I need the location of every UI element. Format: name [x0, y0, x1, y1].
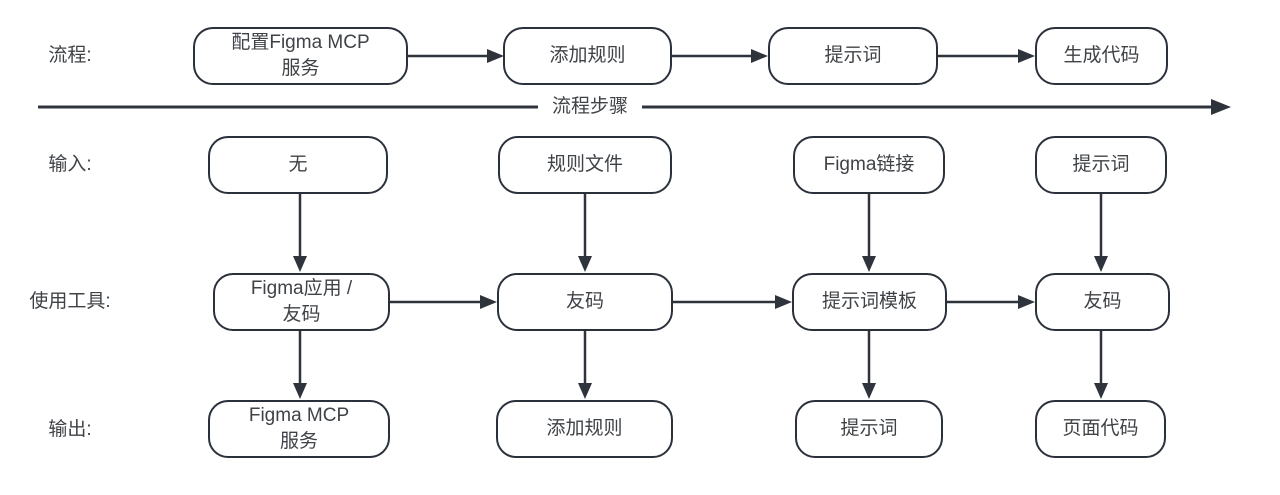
arrow-input2-tool2 [578, 194, 592, 272]
arrow-input4-tool4 [1094, 194, 1108, 272]
node-flow-prompt: 提示词 [768, 27, 938, 85]
node-input-rules-file: 规则文件 [498, 136, 672, 194]
node-flow-add-rules: 添加规则 [503, 27, 672, 85]
row-label-tools: 使用工具: [29, 291, 111, 312]
arrow-flow-step3-step4 [938, 49, 1035, 63]
node-tool-prompt-template: 提示词模板 [792, 273, 947, 331]
arrow-input1-tool1 [293, 194, 307, 272]
node-tool-youma-2: 友码 [497, 273, 673, 331]
node-input-figma-link: Figma链接 [793, 136, 945, 194]
node-flow-generate-code: 生成代码 [1035, 27, 1168, 85]
node-tool-youma-4: 友码 [1035, 273, 1170, 331]
node-input-none: 无 [208, 136, 388, 194]
node-output-prompt: 提示词 [795, 400, 943, 458]
arrow-input3-tool3 [862, 194, 876, 272]
arrow-flow-step1-step2 [408, 49, 504, 63]
arrow-tool2-tool3 [673, 295, 792, 309]
node-output-page-code: 页面代码 [1035, 400, 1166, 458]
arrow-tool3-tool4 [947, 295, 1035, 309]
arrow-tool1-tool2 [390, 295, 497, 309]
arrow-flow-step2-step3 [672, 49, 768, 63]
row-label-output: 输出: [48, 419, 92, 440]
arrow-tool4-output4 [1094, 331, 1108, 399]
arrow-tool1-output1 [293, 331, 307, 399]
node-tool-figma-app-youma: Figma应用 / 友码 [213, 273, 390, 331]
node-input-prompt: 提示词 [1035, 136, 1167, 194]
arrow-tool2-output2 [578, 331, 592, 399]
node-output-add-rules: 添加规则 [496, 400, 673, 458]
node-output-figma-mcp-service: Figma MCP 服务 [208, 400, 390, 458]
row-label-input: 输入: [48, 154, 92, 175]
axis-label: 流程步骤 [538, 94, 642, 120]
row-label-process: 流程: [48, 45, 92, 66]
arrow-tool3-output3 [862, 331, 876, 399]
node-flow-configure-figma-mcp: 配置Figma MCP 服务 [193, 27, 408, 85]
